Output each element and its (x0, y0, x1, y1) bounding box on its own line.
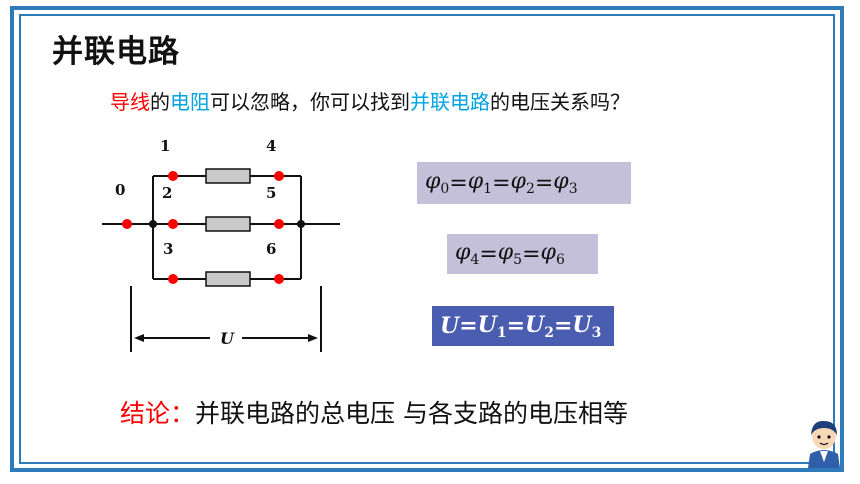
node-dot-1 (168, 171, 178, 181)
parallel-circuit-diagram: 0 1 2 3 4 5 6 U (102, 137, 340, 352)
eq2-term-1: φ5 (497, 240, 523, 268)
node-dot-0 (122, 219, 132, 229)
node-label-4: 4 (266, 137, 276, 155)
inner-frame (19, 14, 835, 464)
eq3-term-2: U2 (525, 311, 554, 341)
voltage-arrow-right-head (308, 334, 318, 342)
outer-frame (10, 6, 844, 472)
resistor-2 (205, 216, 251, 232)
question-highlight-parallel: 并联电路 (410, 90, 490, 114)
eq3-term-3: U3 (572, 311, 602, 341)
resistor-1 (205, 168, 251, 184)
eq1-term-0: φ0 (425, 169, 450, 197)
equation-voltage: U = U1 = U2 = U3 (432, 306, 614, 346)
conclusion: 结论：并联电路的总电压 与各支路的电压相等 (120, 394, 628, 430)
voltage-arrow-left-head (134, 334, 144, 342)
junction-left (149, 220, 157, 228)
eq3-term-1: U1 (477, 311, 507, 341)
question-text-3: 的电压关系吗？ (490, 90, 630, 114)
eq2-term-0: φ4 (455, 240, 480, 268)
junction-right (297, 220, 305, 228)
question-text-1: 的 (150, 90, 170, 114)
resistor-3 (205, 271, 251, 287)
node-dot-4 (274, 171, 284, 181)
conclusion-text: 并联电路的总电压 与各支路的电压相等 (195, 399, 628, 428)
eq2-term-2: φ6 (540, 240, 565, 268)
voltage-label: U (220, 329, 235, 348)
conclusion-label: 结论： (120, 399, 196, 428)
eq3-term-0: U (440, 313, 460, 339)
student-mascot-icon (808, 420, 840, 468)
node-dot-6 (274, 274, 284, 284)
node-label-5: 5 (266, 184, 276, 202)
node-label-1: 1 (160, 137, 170, 155)
eq1-term-3: φ3 (553, 169, 578, 197)
eq1-term-1: φ1 (467, 169, 493, 197)
question-text: 导线的电阻可以忽略，你可以找到并联电路的电压关系吗？ (110, 86, 630, 115)
node-label-0: 0 (115, 181, 125, 199)
node-label-6: 6 (266, 240, 276, 258)
question-highlight-resistance: 电阻 (170, 90, 210, 114)
node-dot-5 (274, 219, 284, 229)
equation-potential-left: φ0 = φ1 = φ2 = φ3 (417, 162, 631, 204)
node-label-3: 3 (163, 240, 173, 258)
equation-potential-right: φ4 = φ5 = φ6 (447, 234, 598, 274)
slide-title: 并联电路 (52, 34, 180, 70)
question-highlight-wire: 导线 (110, 90, 150, 114)
question-text-2: 可以忽略，你可以找到 (210, 90, 410, 114)
node-label-2: 2 (162, 184, 172, 202)
node-dot-3 (168, 274, 178, 284)
eq1-term-2: φ2 (510, 169, 535, 197)
node-dot-2 (168, 219, 178, 229)
